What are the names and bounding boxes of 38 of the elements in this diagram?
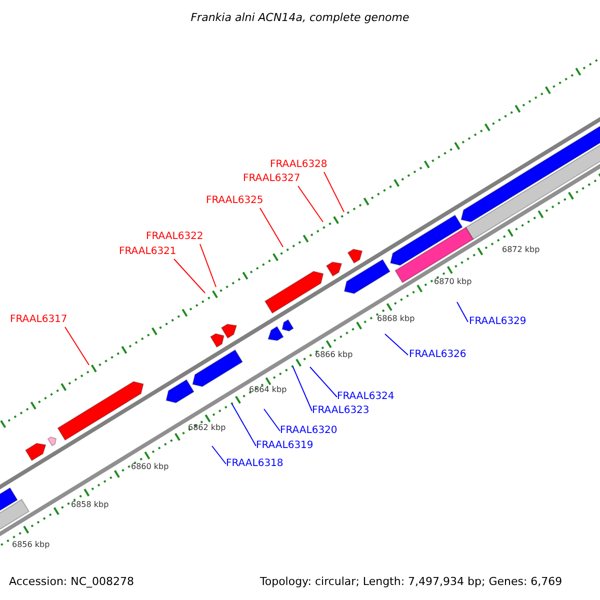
scale-label: 6868 kbp: [377, 315, 415, 323]
leader-line: [264, 408, 280, 432]
scale-label: 6866 kbp: [315, 351, 353, 359]
scale-label: 6858 kbp: [71, 501, 109, 509]
gene-label: FRAAL6318: [226, 459, 284, 469]
leader-line: [64, 326, 90, 366]
chart-title: Frankia alni ACN14a, complete genome: [190, 12, 410, 23]
leader-line: [292, 366, 312, 412]
scale-label: 6860 kbp: [131, 463, 169, 471]
gene-label: FRAAL6320: [280, 426, 338, 436]
leader-line: [212, 446, 226, 464]
gene-label: FRAAL6321: [119, 247, 176, 257]
gene-label: FRAAL6323: [312, 406, 370, 416]
scale-label: 6864 kbp: [249, 386, 287, 394]
leader-line: [200, 244, 216, 288]
scale-label: 6856 kbp: [12, 541, 50, 549]
leader-line: [260, 208, 284, 248]
scale-label: 6870 kbp: [434, 278, 472, 286]
gene-label: FRAAL6325: [206, 196, 264, 206]
gene-label: FRAAL6327: [243, 174, 300, 184]
gene-label: FRAAL6326: [409, 350, 466, 360]
gene-label: FRAAL6317: [10, 315, 68, 325]
gene-label: FRAAL6328: [270, 160, 328, 170]
leader-line: [232, 404, 256, 446]
scale-label: 6862 kbp: [188, 424, 226, 432]
leader-line: [310, 366, 338, 398]
gene-label: FRAAL6329: [469, 317, 526, 327]
gene-label: FRAAL6324: [337, 392, 394, 402]
gene-label: FRAAL6319: [256, 441, 314, 451]
genome-summary-text: Topology: circular; Length: 7,497,934 bp; Genes: 6,769: [260, 576, 562, 587]
leader-line: [324, 172, 344, 212]
leader-line: [384, 334, 408, 356]
leader-line: [456, 302, 468, 322]
scale-label: 6872 kbp: [502, 246, 540, 254]
accession-text: Accession: NC_008278: [9, 576, 134, 587]
leader-line: [298, 186, 324, 222]
leader-line: [174, 258, 206, 294]
gene-label: FRAAL6322: [146, 232, 204, 242]
